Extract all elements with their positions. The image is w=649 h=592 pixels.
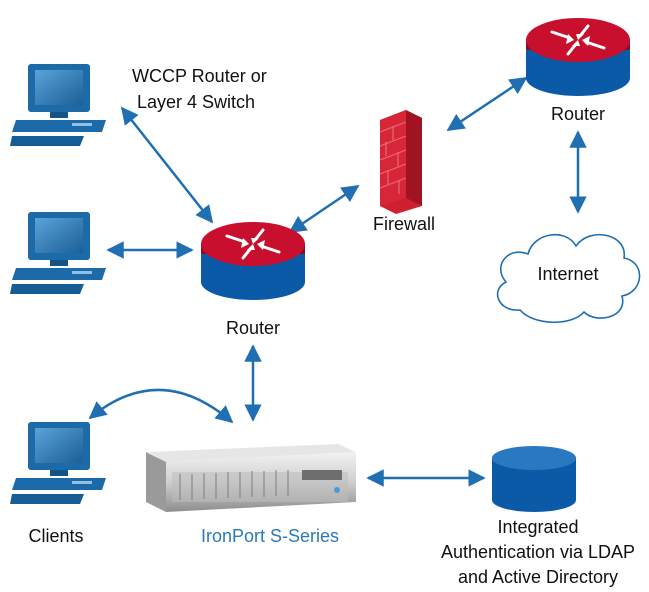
computer-icon (10, 212, 106, 294)
auth-label-line1: Integrated (497, 517, 578, 537)
computer-icon (10, 422, 106, 504)
clients-label: Clients (28, 526, 83, 546)
router-top-label: Router (551, 104, 605, 124)
link-computer1-router (120, 106, 214, 224)
link-clients-ironport (88, 388, 234, 424)
auth-label-line2: Authentication via LDAP (441, 542, 635, 562)
link-firewall-router-top (446, 76, 528, 132)
router-icon (201, 222, 305, 300)
ironport-label: IronPort S-Series (201, 526, 339, 546)
internet-label: Internet (537, 264, 598, 284)
wccp-label-line1: WCCP Router or (132, 66, 267, 86)
database-icon (492, 446, 576, 512)
wccp-label-line2: Layer 4 Switch (137, 92, 255, 112)
computer-icon (10, 64, 106, 146)
link-router-firewall (288, 184, 360, 234)
router-icon (526, 18, 630, 96)
connectors (88, 76, 587, 487)
router-center-label: Router (226, 318, 280, 338)
firewall-label: Firewall (373, 214, 435, 234)
auth-label-line3: and Active Directory (458, 567, 618, 587)
appliance-icon (146, 444, 356, 512)
firewall-icon (379, 110, 422, 214)
cloud-icon (496, 233, 641, 323)
